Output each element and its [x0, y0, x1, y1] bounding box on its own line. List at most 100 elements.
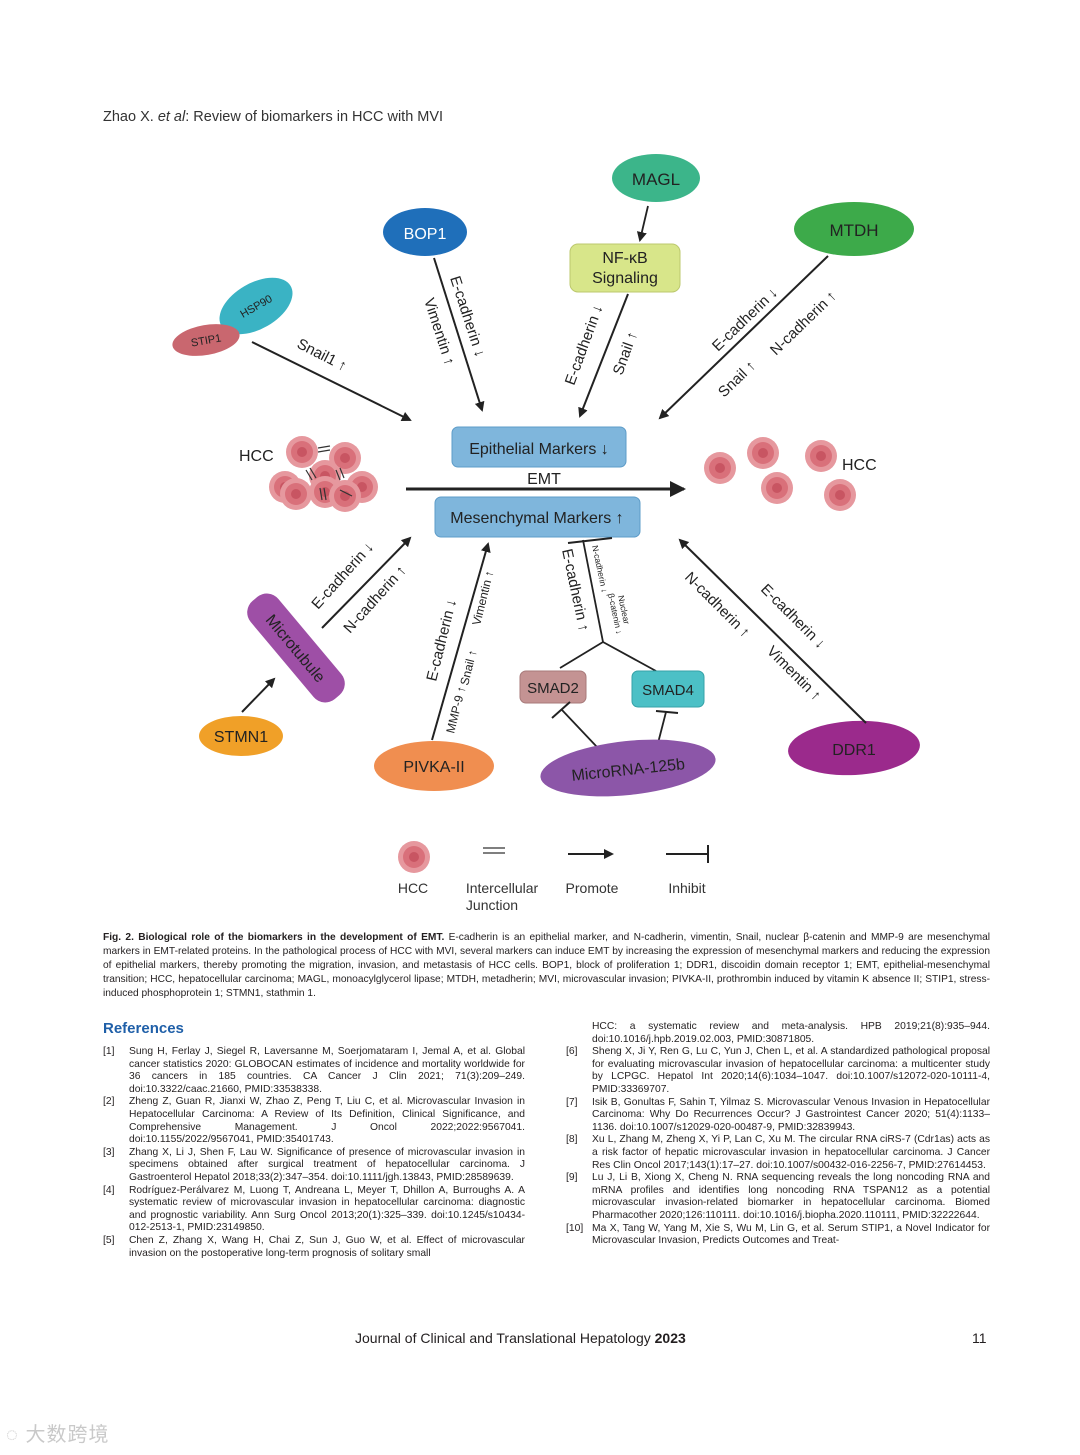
stip1-label: STIP1: [190, 332, 222, 349]
mesenchymal-markers-text: Mesenchymal Markers: [450, 510, 611, 527]
ddr1-arrow: [678, 538, 867, 724]
references-left-column: [1]Sung H, Ferlay J, Siegel R, Laversann…: [103, 1046, 525, 1260]
smad-ncad-label: N-cadherin ↓: [590, 544, 610, 593]
mesenchymal-markers-label: Mesenchymal Markers ↑: [450, 510, 623, 527]
reference-number: [8]: [566, 1134, 578, 1146]
footer-year: 2023: [654, 1330, 686, 1346]
mtdh-node: [794, 202, 914, 256]
reference-number: [10]: [566, 1222, 584, 1234]
bop1-label: BOP1: [404, 226, 447, 243]
reference-text: Zhang X, Li J, Shen F, Lau W. Significan…: [129, 1146, 525, 1183]
hcc-right-cells: [704, 437, 856, 511]
legend-junction-label-2: Junction: [466, 897, 518, 913]
caption-label: Fig. 2. Biological role of the biomarker…: [103, 932, 445, 943]
reference-item: [8]Xu L, Zhang M, Zheng X, Yi P, Lan C, …: [566, 1134, 990, 1172]
page-number: 11: [972, 1330, 987, 1346]
hcc-left-label: HCC: [239, 448, 274, 465]
running-head-authors: Zhao X.: [103, 109, 158, 125]
pivka-label: PIVKA-II: [403, 759, 464, 776]
pv-mmp-label: MMP-9 ↑: [443, 685, 468, 735]
footer-journal: Journal of Clinical and Translational He…: [355, 1330, 686, 1346]
stip1-arrow: [251, 341, 412, 421]
mirna-inhibit-smad2-bar: [551, 701, 571, 719]
smad2-label: SMAD2: [527, 680, 579, 697]
running-head-title: : Review of biomarkers in HCC with MVI: [185, 109, 444, 125]
figure-caption: Fig. 2. Biological role of the biomarker…: [103, 931, 990, 1001]
reference-text: Ma X, Tang W, Yang M, Xie S, Wu M, Lin G…: [592, 1222, 990, 1247]
legend-hcc-label: HCC: [398, 880, 428, 896]
reference-number: [4]: [103, 1184, 115, 1196]
nfkb-node: [569, 243, 681, 293]
caption-text: E-cadherin is an epithelial marker, and …: [103, 932, 990, 999]
pivka-node: [374, 741, 494, 791]
magl-node: [612, 154, 700, 202]
mesenchymal-markers-box: [434, 496, 641, 538]
ddr1-node: [788, 720, 920, 776]
stmn1-node: [199, 716, 283, 756]
reference-item: [4]Rodríguez-Perálvarez M, Luong T, Andr…: [103, 1185, 525, 1235]
reference-number: [2]: [103, 1096, 115, 1108]
legend-hcc-icon: [398, 841, 430, 873]
nfkb-label-line2: Signaling: [592, 270, 658, 287]
references-heading: References: [103, 1020, 184, 1037]
hsp90-node: [219, 277, 293, 335]
smad-inhibit-bar: [567, 537, 613, 544]
reference-text: Sung H, Ferlay J, Siegel R, Laversanne M…: [129, 1046, 525, 1095]
mtdh-snail-label: Snail ↑: [715, 357, 759, 401]
reference-text: Chen Z, Zhang X, Wang H, Chai Z, Sun J, …: [129, 1234, 525, 1259]
reference-item: [7]Isik B, Gonultas F, Sahin T, Yilmaz S…: [566, 1097, 990, 1135]
watermark: ◌ 大数跨境: [6, 1424, 110, 1446]
running-head-etal: et al: [157, 109, 186, 125]
pivka-arrow: [431, 542, 491, 741]
running-head: Zhao X. et al: Review of biomarkers in H…: [103, 109, 443, 125]
legend-junction-label-1: Intercellular: [466, 880, 539, 896]
legend: HCC Intercellular Junction Promote Inhib…: [398, 841, 709, 913]
hcc-left-cluster: [269, 436, 378, 512]
reference-item: [9]Lu J, Li B, Xiong X, Cheng N. RNA seq…: [566, 1172, 990, 1222]
reference-continuation: HCC: a systematic review and meta-analys…: [592, 1021, 990, 1045]
stmn1-label: STMN1: [214, 729, 268, 746]
watermark-text: 大数跨境: [25, 1424, 110, 1446]
nfkb-ecad-label: E-cadherin ↓: [562, 302, 607, 387]
stip1-node: [172, 324, 240, 356]
reference-number: [5]: [103, 1234, 115, 1246]
reference-item: [5] Chen Z, Zhang X, Wang H, Chai Z, Sun …: [103, 1235, 525, 1260]
reference-number: [7]: [566, 1096, 578, 1108]
smad-branch: [559, 640, 657, 672]
epithelial-markers-box: [451, 426, 627, 468]
reference-text: Sheng X, Ji Y, Ren G, Lu C, Yun J, Chen …: [592, 1046, 990, 1095]
smad4-node: [631, 670, 705, 708]
ddr-ncad-label: N-cadherin ↑: [681, 569, 753, 641]
nfkb-snail-label: Snail ↑: [610, 329, 641, 377]
ddr1-label: DDR1: [832, 742, 876, 759]
footer-journal-name: Journal of Clinical and Translational He…: [355, 1330, 655, 1346]
reference-item: [6]Sheng X, Ji Y, Ren G, Lu C, Yun J, Ch…: [566, 1046, 990, 1096]
mirna-inhibit-smad2: [561, 709, 598, 748]
nfkb-label-line1: NF-κB: [602, 250, 647, 267]
bop1-vim-label: Vimentin ↑: [420, 296, 458, 368]
bop1-node: [383, 208, 467, 256]
reference-number: [3]: [103, 1146, 115, 1158]
smad-inhibit-stem: [582, 539, 604, 643]
reference-text: Lu J, Li B, Xiong X, Cheng N. RNA sequen…: [592, 1172, 990, 1221]
reference-text: Zheng Z, Guan R, Jianxi W, Zhao Z, Peng …: [129, 1096, 525, 1146]
mirna-node: [540, 739, 716, 797]
epithelial-markers-label: Epithelial Markers ↓: [469, 441, 609, 458]
emt-figure: MAGL NF-κB Signaling BOP1 MTDH HSP90 STI…: [172, 154, 920, 913]
ddr-ecad-label: E-cadherin ↓: [757, 581, 829, 653]
snail1-label: Snail1 ↑: [294, 335, 349, 374]
reference-item: [10] Ma X, Tang W, Yang M, Xie S, Wu M, L…: [566, 1223, 990, 1248]
nfkb-arrow: [578, 293, 629, 418]
magl-label: MAGL: [632, 170, 680, 189]
emt-label: EMT: [527, 471, 561, 488]
reference-item: [3] Zhang X, Li J, Shen F, Lau W. Signifi…: [103, 1147, 525, 1185]
legend-inhibit-label: Inhibit: [668, 880, 705, 896]
mtdh-arrow: [658, 255, 829, 420]
microtubule-arrow: [321, 536, 412, 629]
pv-snail-label: Snail ↑: [457, 648, 479, 686]
reference-item: [2] Zheng Z, Guan R, Jianxi W, Zhao Z, Pe…: [103, 1096, 525, 1146]
smad4-label: SMAD4: [642, 682, 694, 699]
smad2-node: [519, 670, 587, 704]
hcc-right-label: HCC: [842, 457, 877, 474]
pv-ecad-label: E-cadherin ↓: [423, 597, 460, 683]
